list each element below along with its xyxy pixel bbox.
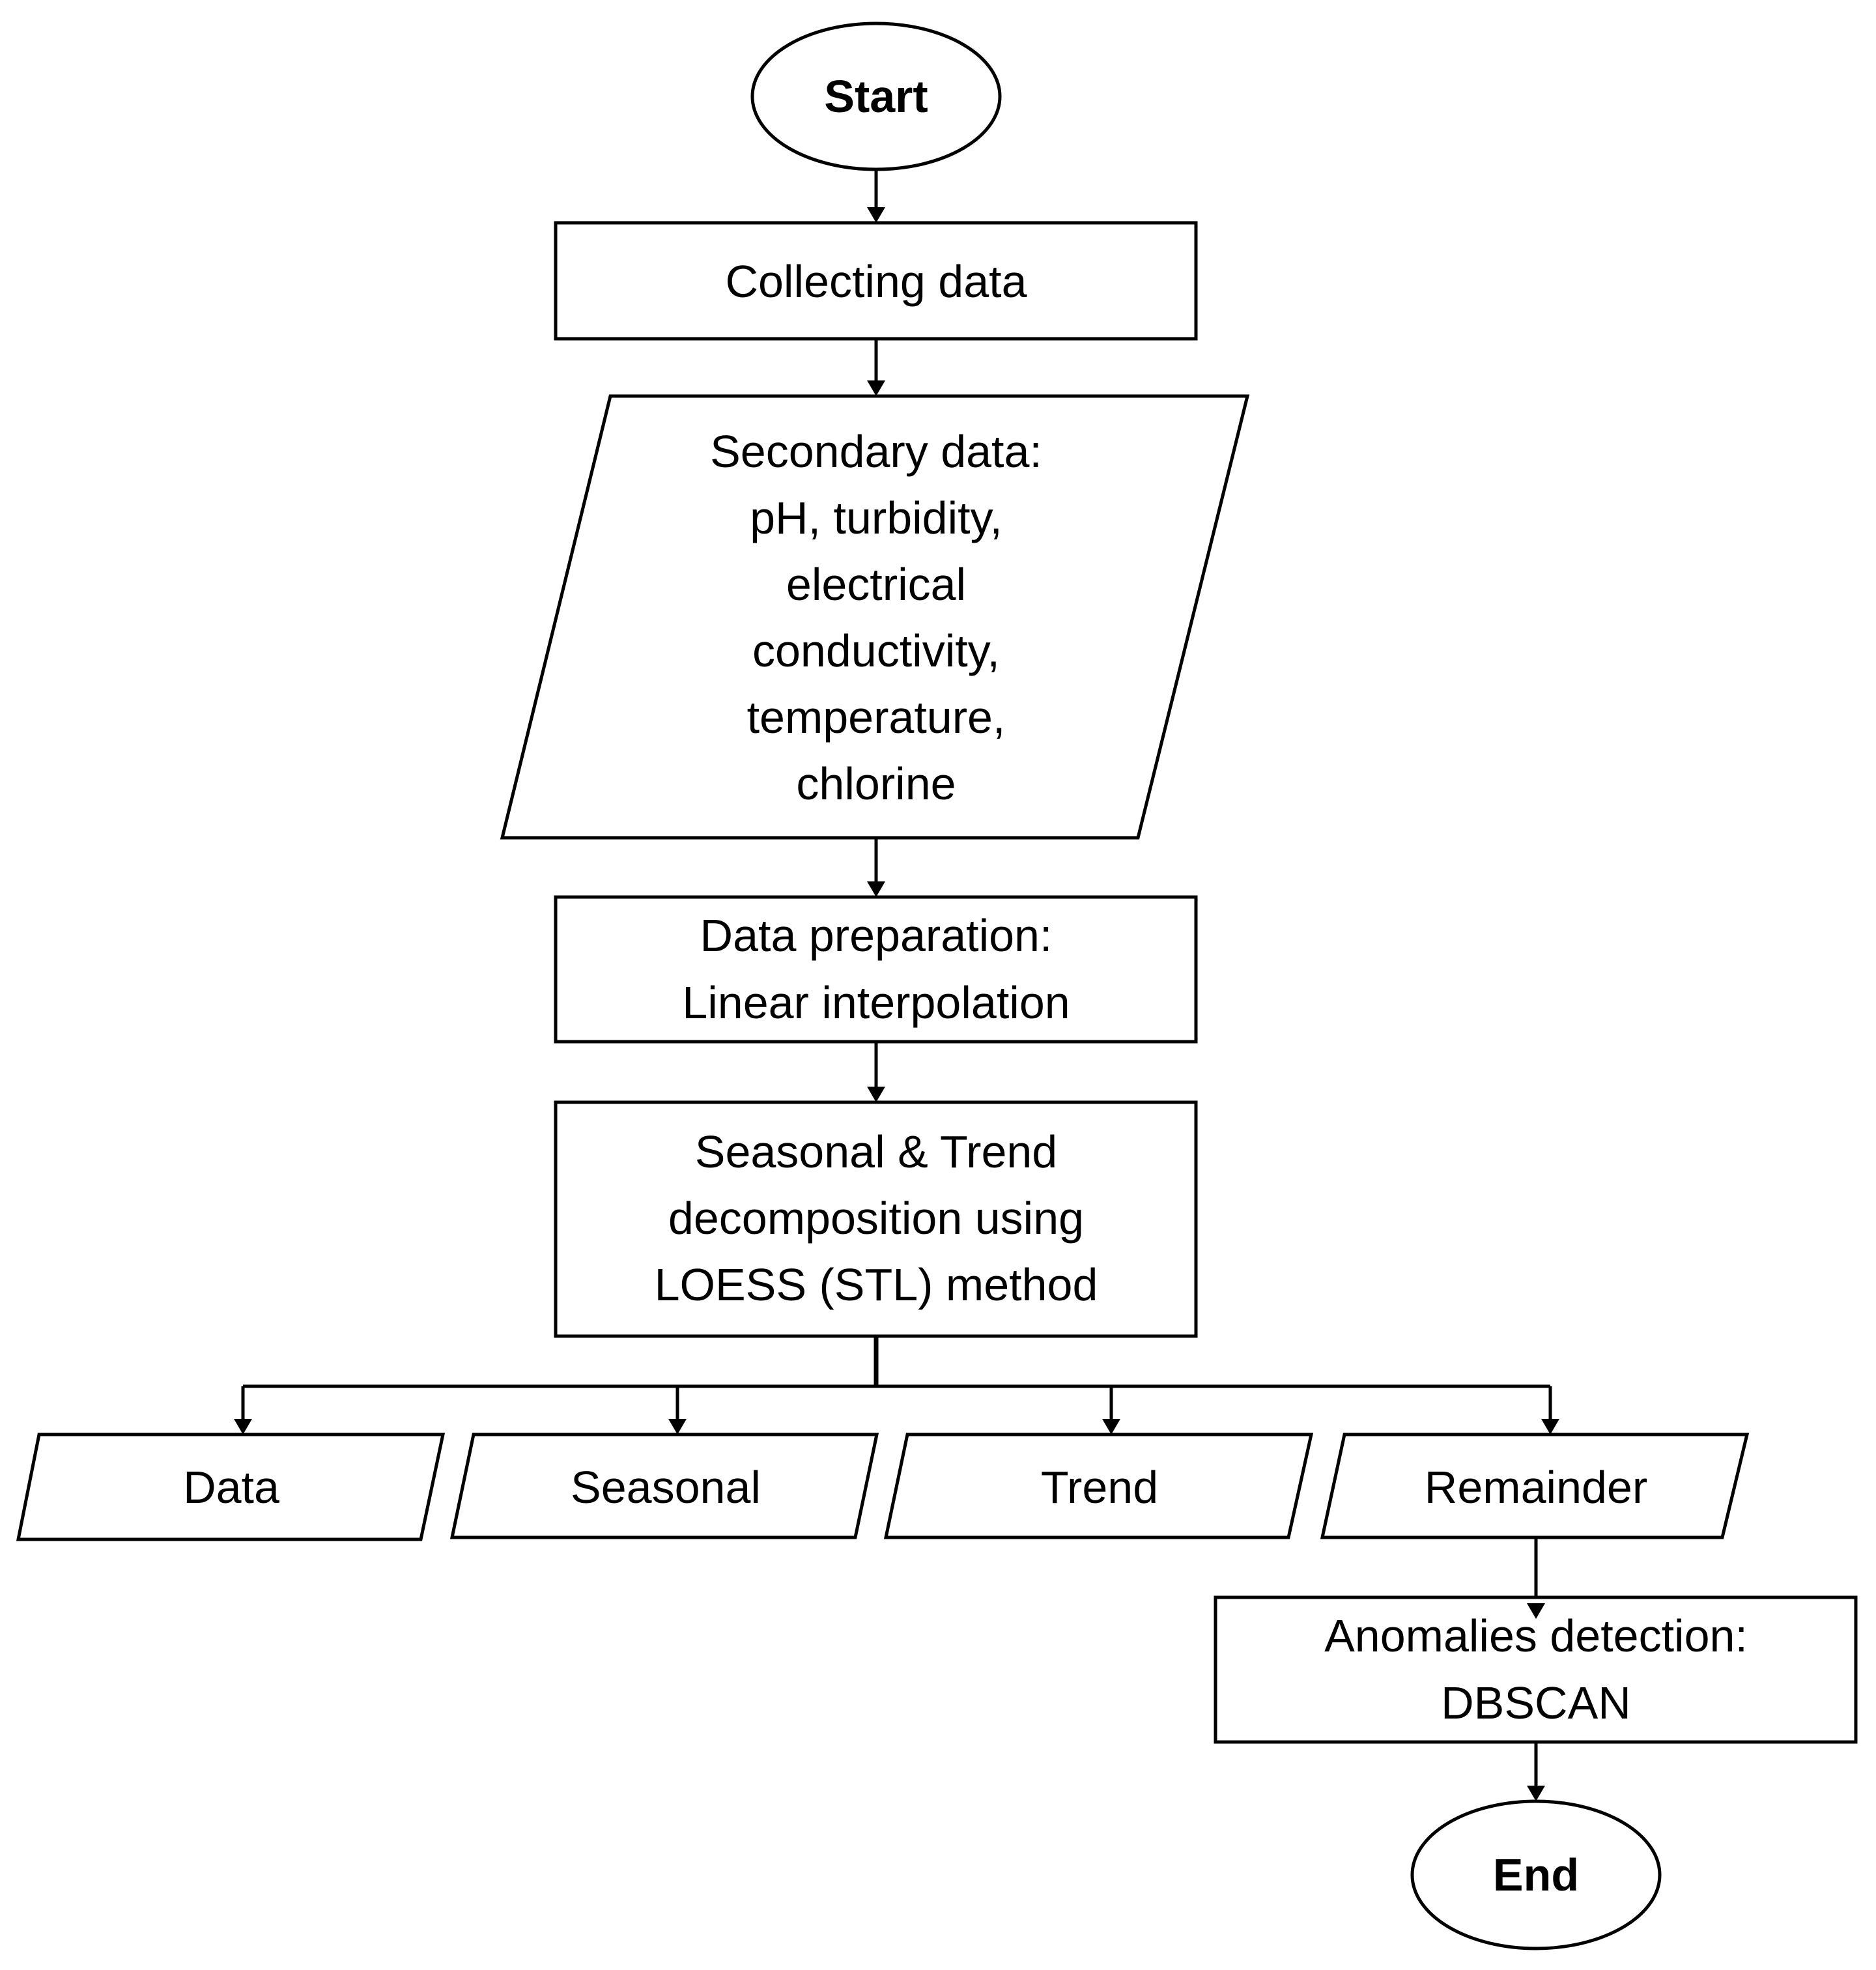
arrowhead: [867, 380, 885, 396]
stl-line-2: decomposition using: [668, 1193, 1084, 1244]
anomalies-detection-process: [1214, 1595, 1858, 1744]
output-remainder: [1320, 1433, 1750, 1539]
stl-line-1: Seasonal & Trend: [695, 1126, 1057, 1177]
secondary-data-line-1: Secondary data:: [710, 426, 1042, 477]
end-terminal: [1410, 1799, 1662, 1950]
data-preparation-process: [554, 895, 1198, 1044]
arrowhead: [1541, 1419, 1559, 1435]
output-seasonal: [449, 1433, 879, 1539]
arrowhead: [867, 207, 885, 223]
arrowhead: [867, 881, 885, 897]
output-data: [16, 1433, 446, 1541]
secondary-data-input: [500, 394, 1250, 840]
secondary-data-line-2: pH, turbidity,: [750, 493, 1002, 543]
data-preparation-line-1: Data preparation:: [700, 910, 1053, 961]
output-trend-label: Trend: [1041, 1462, 1158, 1513]
end-label: End: [1493, 1849, 1579, 1900]
arrowhead: [1102, 1419, 1120, 1435]
stl-line-3: LOESS (STL) method: [655, 1259, 1098, 1310]
arrowhead: [867, 1087, 885, 1102]
anomalies-line-2: DBSCAN: [1441, 1677, 1631, 1728]
output-data-label: Data: [183, 1462, 279, 1513]
arrowhead: [668, 1419, 687, 1435]
secondary-data-line-3: electrical: [786, 559, 966, 610]
output-trend: [883, 1433, 1314, 1539]
collecting-data-label: Collecting data: [725, 256, 1027, 307]
output-seasonal-label: Seasonal: [571, 1462, 761, 1513]
output-remainder-label: Remainder: [1425, 1462, 1647, 1513]
secondary-data-line-5: temperature,: [747, 692, 1006, 743]
secondary-data-line-4: conductivity,: [752, 625, 1000, 676]
stl-decomposition-process: [554, 1100, 1198, 1338]
data-preparation-line-2: Linear interpolation: [682, 977, 1070, 1028]
secondary-data-line-6: chlorine: [796, 758, 956, 809]
arrowhead: [234, 1419, 252, 1435]
arrowhead: [1527, 1786, 1545, 1801]
collecting-data-process: [554, 221, 1198, 341]
start-label: Start: [824, 71, 928, 122]
arrowhead: [1527, 1603, 1545, 1619]
